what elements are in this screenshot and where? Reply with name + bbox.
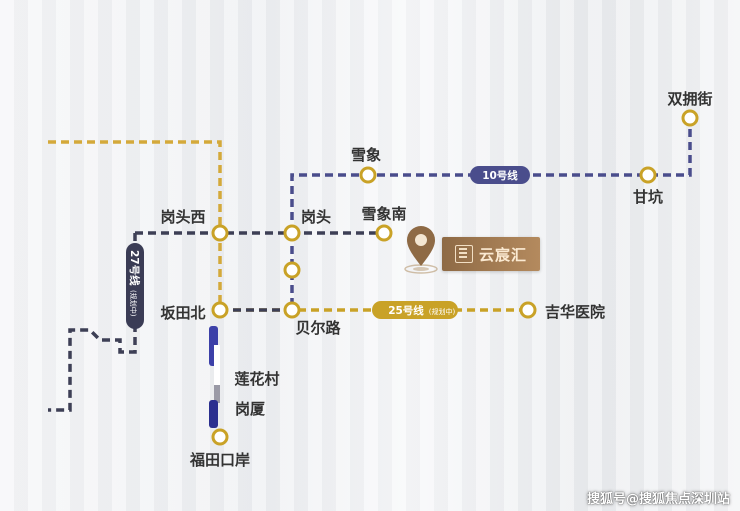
- project-card: 云宸汇: [442, 237, 540, 271]
- svg-text:(规划中): (规划中): [129, 290, 138, 317]
- line-south-track-white: [214, 345, 220, 385]
- station-jihua-marker: [519, 301, 537, 319]
- station-xuexiangnan-marker: [375, 224, 393, 242]
- station-futian-port-marker: [211, 428, 229, 446]
- svg-text:25号线: 25号线: [388, 304, 424, 317]
- svg-text:(规划中): (规划中): [429, 307, 456, 316]
- watermark: 搜狐号@搜狐焦点深圳站: [586, 492, 730, 507]
- line-south-track-gray: [214, 385, 220, 403]
- station-gangtouxi-marker: [211, 224, 229, 242]
- station-futian-port-label: 福田口岸: [189, 451, 250, 469]
- station-gankeng-label: 甘坑: [633, 188, 663, 206]
- station-xuexiangnan-label: 雪象南: [361, 205, 406, 223]
- project-logo-icon: [454, 245, 473, 263]
- station-bantianbei-label: 坂田北: [160, 304, 205, 322]
- line-south-track-navy: [209, 400, 218, 428]
- station-lianhuacun-label: 莲花村: [234, 370, 279, 388]
- station-shuangyongjie-label: 双拥街: [667, 90, 712, 108]
- location-pin-icon: [404, 226, 438, 274]
- station-gankeng-marker: [639, 166, 657, 184]
- line-yellow-track: [48, 140, 222, 310]
- station-xuexiang-label: 雪象: [351, 146, 381, 164]
- line-25-label: 25号线 (规划中): [372, 301, 458, 319]
- station-gangxia-label: 岗厦: [235, 400, 266, 418]
- station-beierlu-marker: [283, 301, 301, 319]
- line-10-label: 10号线: [470, 166, 530, 184]
- station-xuexiang-marker: [359, 166, 377, 184]
- station-beierlu-label: 贝尔路: [295, 319, 341, 337]
- station-jihua-label: 吉华医院: [545, 303, 605, 321]
- project-name: 云宸汇: [478, 245, 527, 264]
- station-gangtouxi-label: 岗头西: [160, 208, 205, 226]
- line-27-label: 27号线 (规划中): [126, 243, 144, 329]
- station-gangtou-label: 岗头: [301, 208, 331, 226]
- svg-text:10号线: 10号线: [482, 169, 518, 182]
- station-unnamed-marker: [283, 261, 301, 279]
- svg-text:27号线: 27号线: [128, 250, 141, 286]
- line-27-track: [48, 233, 137, 412]
- station-bantianbei-marker: [211, 301, 229, 319]
- station-shuangyongjie-marker: [681, 109, 699, 127]
- station-gangtou-marker: [283, 224, 301, 242]
